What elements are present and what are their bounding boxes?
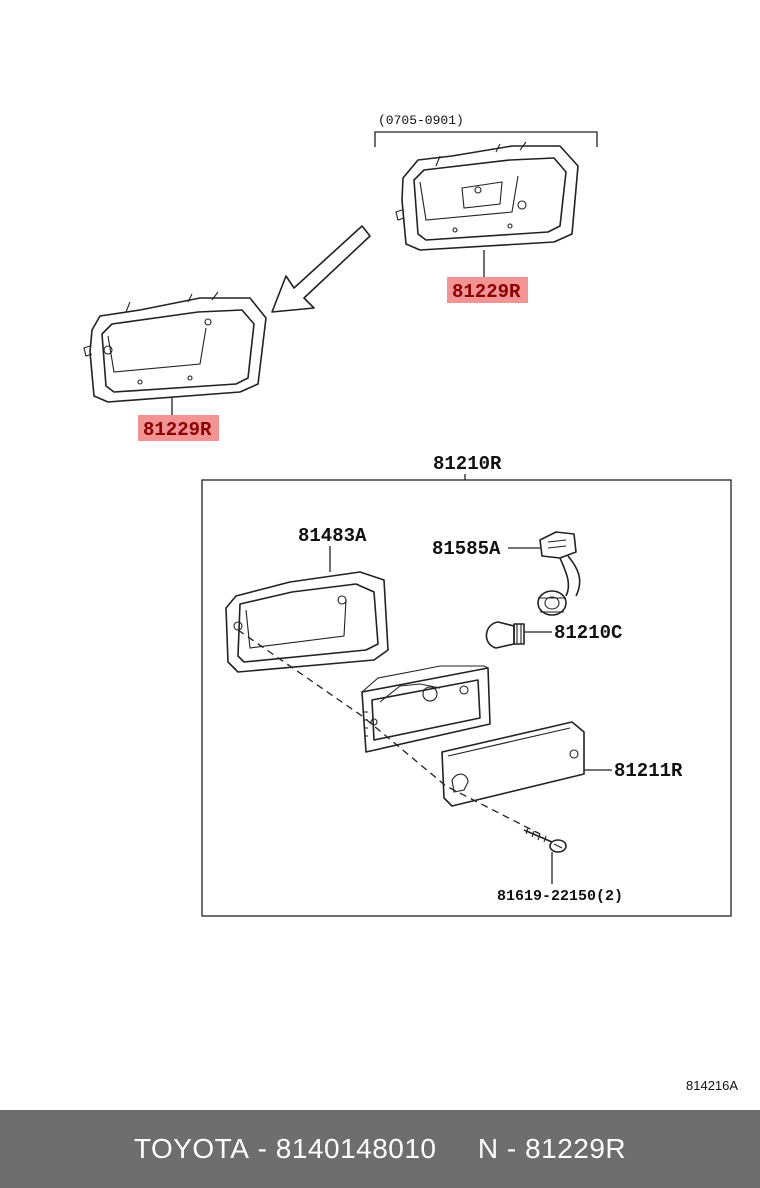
lens-81211R (441, 721, 585, 807)
lamp-body (361, 665, 491, 753)
footer-separator-1: - (249, 1133, 276, 1164)
bulb-81210C (485, 621, 525, 649)
label-lamp-assy: 81210R (433, 453, 502, 475)
socket-81585A (537, 531, 581, 616)
footer-bar: TOYOTA - 8140148010 N - 81229R (0, 1110, 760, 1188)
bezel-lower (83, 291, 267, 403)
highlight-bezel-upper (447, 277, 528, 303)
footer-brand: TOYOTA (133, 1133, 250, 1164)
footer-part-number: 8140148010 (275, 1133, 437, 1164)
date-range-bracket (374, 131, 598, 147)
footer-separator-2: - (498, 1133, 526, 1164)
date-range-label: (0705-0901) (378, 113, 464, 128)
figure-code: 814216A (686, 1078, 738, 1093)
label-bezel-lower: 81229R (143, 419, 212, 441)
label-housing: 81483A (298, 525, 367, 547)
lamp-assy-box (201, 479, 732, 917)
label-bezel-upper: 81229R (452, 281, 521, 303)
bezel-upper (395, 141, 579, 251)
assembly-dashed-line (237, 629, 541, 835)
highlight-bezel-lower (138, 415, 219, 441)
label-bulb: 81210C (554, 622, 622, 644)
label-lens: 81211R (614, 760, 683, 782)
parts-diagram: (0705-0901) 81229R 81229R 81210R 81483A (83, 113, 738, 1093)
direction-arrow-icon (271, 225, 371, 313)
screw-81619 (523, 827, 567, 853)
housing-81483A (225, 571, 389, 673)
label-socket: 81585A (432, 538, 501, 560)
footer-n-prefix: N (477, 1133, 499, 1164)
footer-n-number: 81229R (525, 1133, 627, 1164)
label-screw: 81619-22150(2) (497, 888, 623, 905)
footer-gap (437, 1133, 478, 1165)
